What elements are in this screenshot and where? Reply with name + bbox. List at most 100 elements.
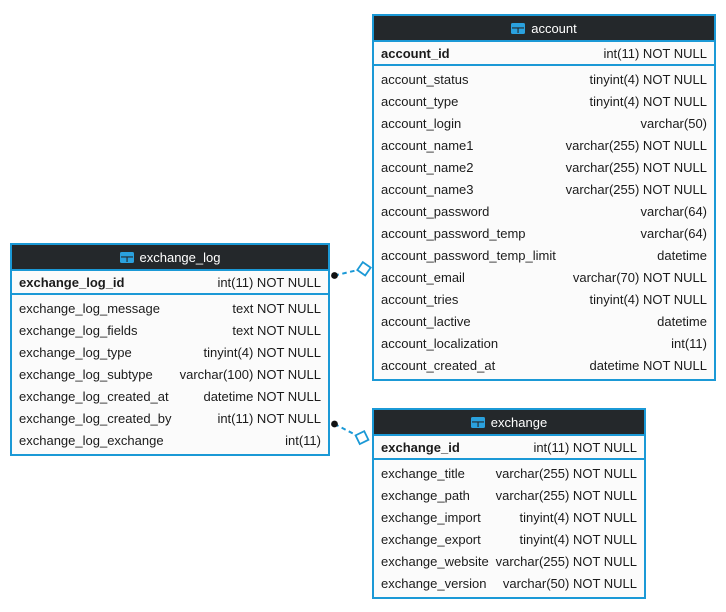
- column-name: exchange_version: [381, 575, 487, 591]
- column-name: account_created_at: [381, 357, 496, 373]
- column-name: account_id: [381, 45, 450, 61]
- column-type: datetime: [657, 313, 707, 329]
- column-name: exchange_log_type: [19, 344, 132, 360]
- column-type: varchar(70) NOT NULL: [572, 269, 707, 285]
- table-icon: [119, 251, 134, 263]
- column-type: varchar(64): [640, 225, 707, 241]
- table-row: exchange_import tinyint(4) NOT NULL: [374, 506, 644, 528]
- column-name: account_login: [381, 115, 462, 131]
- column-name: account_name2: [381, 159, 474, 175]
- table-row: account_localization int(11): [374, 332, 714, 354]
- column-type: varchar(255) NOT NULL: [565, 137, 707, 153]
- pk-row: exchange_log_id int(11) NOT NULL: [12, 271, 328, 295]
- column-type: datetime NOT NULL: [203, 388, 321, 404]
- column-name: account_localization: [381, 335, 499, 351]
- table-row: exchange_log_type tinyint(4) NOT NULL: [12, 341, 328, 363]
- column-type: tinyint(4) NOT NULL: [589, 291, 707, 307]
- table-exchange-log-header[interactable]: exchange_log: [12, 245, 328, 271]
- pk-row: exchange_id int(11) NOT NULL: [374, 436, 644, 460]
- table-title: exchange: [490, 414, 548, 430]
- column-name: account_lactive: [381, 313, 471, 329]
- table-exchange[interactable]: exchange exchange_id int(11) NOT NULL ex…: [372, 408, 646, 599]
- table-title: exchange_log: [139, 249, 221, 265]
- table-row: exchange_log_exchange int(11): [12, 429, 328, 451]
- table-row: account_lactive datetime: [374, 310, 714, 332]
- table-row: account_tries tinyint(4) NOT NULL: [374, 288, 714, 310]
- column-name: exchange_path: [381, 487, 470, 503]
- column-type: datetime: [657, 247, 707, 263]
- column-type: int(11): [671, 335, 707, 351]
- column-name: account_name3: [381, 181, 474, 197]
- column-type: varchar(100) NOT NULL: [179, 366, 321, 382]
- column-type: int(11) NOT NULL: [217, 274, 321, 290]
- column-name: account_password_temp: [381, 225, 526, 241]
- column-type: tinyint(4) NOT NULL: [519, 509, 637, 525]
- column-name: account_name1: [381, 137, 474, 153]
- column-type: int(11) NOT NULL: [603, 45, 707, 61]
- relationship-exchange-log-exchange: [331, 420, 370, 446]
- table-row: exchange_export tinyint(4) NOT NULL: [374, 528, 644, 550]
- table-row: exchange_title varchar(255) NOT NULL: [374, 462, 644, 484]
- table-title: account: [531, 20, 577, 36]
- column-name: exchange_export: [381, 531, 481, 547]
- column-name: exchange_log_exchange: [19, 432, 164, 448]
- table-row: exchange_path varchar(255) NOT NULL: [374, 484, 644, 506]
- table-account-header[interactable]: account: [374, 16, 714, 42]
- column-list: exchange_title varchar(255) NOT NULL exch…: [374, 460, 644, 597]
- table-row: account_password varchar(64): [374, 200, 714, 222]
- column-type: text NOT NULL: [232, 300, 321, 316]
- pk-row: account_id int(11) NOT NULL: [374, 42, 714, 66]
- table-exchange-log[interactable]: exchange_log exchange_log_id int(11) NOT…: [10, 243, 330, 456]
- column-type: int(11) NOT NULL: [217, 410, 321, 426]
- column-name: account_type: [381, 93, 459, 109]
- column-name: exchange_log_fields: [19, 322, 138, 338]
- column-type: varchar(255) NOT NULL: [495, 487, 637, 503]
- column-type: tinyint(4) NOT NULL: [589, 93, 707, 109]
- column-name: exchange_log_subtype: [19, 366, 153, 382]
- column-name: account_password: [381, 203, 490, 219]
- table-exchange-header[interactable]: exchange: [374, 410, 644, 436]
- table-row: account_password_temp_limit datetime: [374, 244, 714, 266]
- table-account[interactable]: account account_id int(11) NOT NULL acco…: [372, 14, 716, 381]
- column-name: exchange_website: [381, 553, 489, 569]
- table-row: exchange_log_created_at datetime NOT NULL: [12, 385, 328, 407]
- table-row: exchange_version varchar(50) NOT NULL: [374, 572, 644, 594]
- table-row: account_type tinyint(4) NOT NULL: [374, 90, 714, 112]
- column-type: tinyint(4) NOT NULL: [203, 344, 321, 360]
- column-name: account_tries: [381, 291, 459, 307]
- column-type: varchar(255) NOT NULL: [495, 465, 637, 481]
- column-type: varchar(50): [640, 115, 707, 131]
- column-name: exchange_title: [381, 465, 465, 481]
- column-name: account_password_temp_limit: [381, 247, 556, 263]
- column-name: account_email: [381, 269, 465, 285]
- table-icon: [470, 416, 485, 428]
- table-row: account_email varchar(70) NOT NULL: [374, 266, 714, 288]
- column-name: exchange_log_id: [19, 274, 125, 290]
- table-row: account_password_temp varchar(64): [374, 222, 714, 244]
- column-type: tinyint(4) NOT NULL: [589, 71, 707, 87]
- column-type: tinyint(4) NOT NULL: [519, 531, 637, 547]
- column-type: int(11) NOT NULL: [533, 439, 637, 455]
- column-type: varchar(50) NOT NULL: [502, 575, 637, 591]
- relationship-exchange-log-account: [331, 260, 372, 279]
- table-icon: [511, 22, 526, 34]
- column-name: exchange_import: [381, 509, 481, 525]
- column-name: exchange_id: [381, 439, 460, 455]
- column-type: int(11): [285, 432, 321, 448]
- table-row: exchange_log_created_by int(11) NOT NULL: [12, 407, 328, 429]
- column-type: varchar(255) NOT NULL: [495, 553, 637, 569]
- table-row: account_name2 varchar(255) NOT NULL: [374, 156, 714, 178]
- column-name: exchange_log_created_by: [19, 410, 172, 426]
- column-name: exchange_log_created_at: [19, 388, 169, 404]
- table-row: exchange_log_message text NOT NULL: [12, 297, 328, 319]
- column-name: exchange_log_message: [19, 300, 160, 316]
- table-row: account_name1 varchar(255) NOT NULL: [374, 134, 714, 156]
- column-type: varchar(64): [640, 203, 707, 219]
- column-list: exchange_log_message text NOT NULL exchan…: [12, 295, 328, 454]
- column-type: varchar(255) NOT NULL: [565, 159, 707, 175]
